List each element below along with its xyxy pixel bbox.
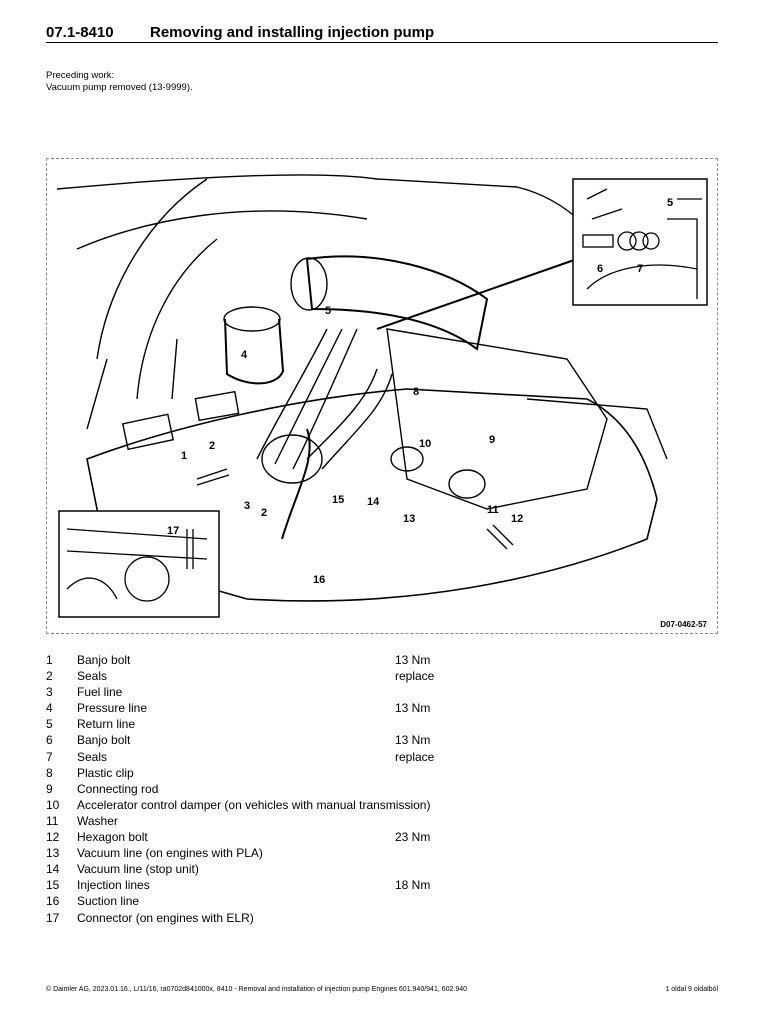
legend-row: 2 Seals replace [46,668,718,684]
legend-desc: Fuel line [77,685,123,700]
legend-num: 13 [46,846,60,861]
legend-desc: Connecting rod [77,781,159,796]
legend-num: 10 [46,797,60,812]
legend-num: 5 [46,717,53,732]
legend-desc: Connector (on engines with ELR) [77,910,254,925]
callout-2b: 2 [261,507,267,519]
legend-desc: Seals [77,669,108,684]
legend-row: 14 Vacuum line (stop unit) [46,861,718,877]
legend-num: 7 [46,749,53,764]
legend-row: 13 Vacuum line (on engines with PLA) [46,845,718,861]
callout-13: 13 [403,513,415,525]
callout-9: 9 [489,434,495,446]
legend-num: 6 [46,733,53,748]
legend-desc: Return line [77,717,136,732]
legend-desc: Banjo bolt [77,653,131,667]
legend-row: 4 Pressure line 13 Nm [46,700,718,716]
footer-copyright: © Daimler AG, 2023.01.16., L/11/16, ra07… [46,986,468,993]
legend-row: 11 Washer [46,813,718,829]
legend-num: 17 [46,910,60,925]
preceding-work-label: Preceding work: [46,70,115,81]
callout-15: 15 [332,494,344,506]
legend-num: 15 [46,878,60,893]
callout-6: 6 [597,263,603,275]
callout-12: 12 [511,513,523,525]
legend-row: 5 Return line [46,716,718,732]
engine-illustration: 1 2 2 3 4 5 5 6 7 8 9 10 11 12 13 14 15 … [46,158,718,634]
legend-num: 11 [46,813,59,828]
callout-7: 7 [637,263,643,275]
legend-desc: Plastic clip [77,765,134,780]
callout-labels: 1 2 2 3 4 5 5 6 7 8 9 10 11 12 13 14 15 … [167,197,673,586]
legend-desc: Pressure line [77,701,148,716]
section-code: 07.1-8410 [46,24,114,41]
callout-5b: 5 [667,197,673,209]
callout-2: 2 [209,440,215,452]
legend-desc: Injection lines [77,878,150,893]
legend-value: 13 Nm [395,701,431,716]
callout-14: 14 [367,496,380,508]
callout-16: 16 [313,574,325,586]
callout-3: 3 [244,500,250,512]
legend-value: replace [395,749,435,764]
legend-row: 10 Accelerator control damper (on vehicle… [46,797,718,813]
preceding-work: Preceding work: Vacuum pump removed (13-… [46,70,193,94]
legend-row: 12 Hexagon bolt 23 Nm [46,829,718,845]
legend-desc: Suction line [77,894,140,909]
legend-value: 13 Nm [395,653,431,667]
callout-17: 17 [167,525,179,537]
footer-page-number: 1 oldal 9 oldalból [665,986,718,993]
preceding-work-text: Vacuum pump removed (13-9999). [46,82,193,93]
legend-row: 15 Injection lines 18 Nm [46,877,718,893]
figure-reference: D07-0462-57 [660,620,707,629]
legend-num: 3 [46,685,53,700]
legend-num: 8 [46,765,53,780]
legend-desc: Vacuum line (on engines with PLA) [77,846,263,861]
section-header: 07.1-8410 Removing and installing inject… [46,24,718,43]
legend-row: 17 Connector (on engines with ELR) [46,910,718,926]
section-title: Removing and installing injection pump [150,24,435,41]
legend-num: 14 [46,862,60,877]
legend-desc: Accelerator control damper (on vehicles … [77,797,431,812]
legend-num: 12 [46,830,60,845]
legend-num: 9 [46,781,53,796]
legend-desc: Vacuum line (stop unit) [77,862,199,877]
legend-num: 2 [46,669,53,684]
callout-5: 5 [325,305,331,317]
legend-value: 18 Nm [395,878,431,893]
legend-row: 8 Plastic clip [46,765,718,781]
legend-row: 7 Seals replace [46,749,718,765]
legend-desc: Banjo bolt [77,733,131,748]
legend-desc: Seals [77,749,108,764]
legend-num: 4 [46,701,53,716]
callout-4: 4 [241,349,248,361]
callout-8: 8 [413,386,419,398]
callout-11: 11 [487,504,499,516]
legend-desc: Washer [77,813,118,828]
legend-num: 1 [46,653,53,667]
legend-row: 9 Connecting rod [46,781,718,797]
legend-num: 16 [46,894,60,909]
callout-10: 10 [419,438,431,450]
legend-desc: Hexagon bolt [77,830,148,845]
legend-value: replace [395,669,435,684]
engine-drawing: 1 2 2 3 4 5 5 6 7 8 9 10 11 12 13 14 15 … [56,174,708,618]
legend-row: 1 Banjo bolt 13 Nm [46,652,718,668]
legend-value: 23 Nm [395,830,431,845]
callout-1: 1 [181,450,187,462]
legend-row: 16 Suction line [46,893,718,909]
legend-row: 6 Banjo bolt 13 Nm [46,732,718,748]
legend-value: 13 Nm [395,733,431,748]
legend-row: 3 Fuel line [46,684,718,700]
